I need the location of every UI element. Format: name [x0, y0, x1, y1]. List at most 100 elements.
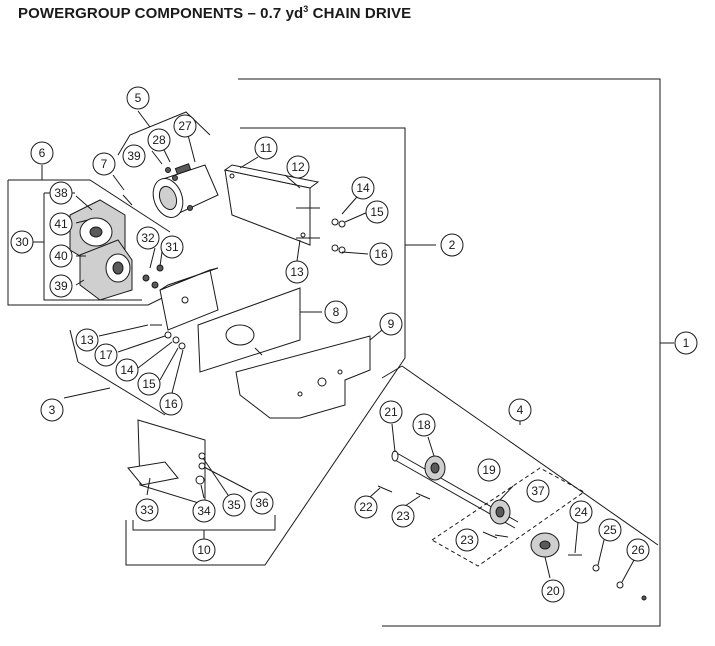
- callout-label: 26: [631, 543, 645, 557]
- callout-23: 23: [455, 528, 479, 552]
- callout-label: 15: [142, 377, 156, 391]
- callout-label: 39: [54, 279, 68, 293]
- callout-36: 36: [250, 491, 274, 515]
- callout-label: 38: [54, 186, 68, 200]
- callout-label: 31: [165, 240, 179, 254]
- title-superscript: 3: [303, 4, 309, 14]
- plate-8: [197, 287, 301, 373]
- callout-label: 36: [255, 496, 269, 510]
- callout-label: 41: [54, 217, 68, 231]
- callout-6: 6: [30, 141, 54, 165]
- callout-label: 14: [356, 181, 370, 195]
- title-suffix: CHAIN DRIVE: [308, 5, 412, 22]
- drive-shaft-assembly: [377, 450, 647, 601]
- callout-label: 11: [260, 141, 273, 155]
- callout-16: 16: [159, 392, 183, 416]
- callout-31: 31: [160, 235, 184, 259]
- page-title: POWERGROUP COMPONENTS – 0.7 yd3 CHAIN DR…: [18, 4, 411, 22]
- callout-15: 15: [137, 372, 161, 396]
- callout-label: 40: [54, 249, 68, 263]
- callout-label: 17: [99, 348, 113, 362]
- callout-20: 20: [541, 579, 565, 603]
- callout-1: 1: [674, 331, 698, 355]
- callout-label: 28: [152, 133, 166, 147]
- frame-10: [127, 419, 206, 506]
- callout-label: 15: [370, 205, 384, 219]
- callout-label: 13: [80, 333, 94, 347]
- callout-label: 6: [39, 146, 46, 160]
- callout-14: 14: [351, 176, 375, 200]
- callout-label: 30: [15, 235, 29, 249]
- mounting-plate-12: [223, 164, 346, 254]
- callout-label: 23: [460, 533, 474, 547]
- callout-label: 1: [683, 336, 690, 350]
- callout-21: 21: [379, 400, 403, 424]
- callout-label: 5: [135, 91, 142, 105]
- callout-label: 20: [546, 584, 560, 598]
- callout-39: 39: [49, 274, 73, 298]
- callout-23: 23: [391, 504, 415, 528]
- callout-label: 19: [482, 463, 496, 477]
- callout-label: 3: [49, 403, 56, 417]
- callout-40: 40: [49, 244, 73, 268]
- callout-label: 27: [178, 119, 192, 133]
- leader-lines: [75, 134, 635, 583]
- callout-label: 34: [197, 504, 211, 518]
- title-main: POWERGROUP COMPONENTS – 0.7 yd: [18, 5, 304, 22]
- callout-label: 21: [384, 405, 398, 419]
- callout-label: 35: [227, 498, 241, 512]
- callout-38: 38: [49, 181, 73, 205]
- left-hardware: [150, 324, 186, 350]
- callout-14: 14: [115, 358, 139, 382]
- callout-label: 7: [101, 157, 108, 171]
- callout-30: 30: [10, 230, 34, 254]
- callout-label: 12: [291, 160, 305, 174]
- callout-18: 18: [412, 413, 436, 437]
- callout-13: 13: [75, 328, 99, 352]
- callout-label: 16: [164, 397, 178, 411]
- callout-11: 11: [254, 136, 278, 160]
- callout-32: 32: [136, 226, 160, 250]
- callout-24: 24: [569, 500, 593, 524]
- callout-26: 26: [626, 538, 650, 562]
- callout-label: 16: [374, 247, 388, 261]
- callout-label: 10: [197, 543, 211, 557]
- callout-17: 17: [94, 343, 118, 367]
- callout-27: 27: [173, 114, 197, 138]
- callout-37: 37: [526, 479, 550, 503]
- callout-5: 5: [126, 86, 150, 110]
- callout-label: 8: [333, 305, 340, 319]
- callout-label: 24: [574, 505, 588, 519]
- callout-label: 33: [140, 503, 154, 517]
- bracket-plate: [159, 267, 219, 331]
- callout-13: 13: [285, 260, 309, 284]
- plate-9: [235, 335, 371, 419]
- callout-4: 4: [508, 398, 532, 422]
- gear-motor-assembly: [69, 163, 219, 301]
- callout-8: 8: [324, 300, 348, 324]
- callout-label: 25: [603, 523, 617, 537]
- callout-label: 37: [531, 484, 545, 498]
- callout-7: 7: [92, 152, 116, 176]
- callout-28: 28: [147, 128, 171, 152]
- callout-label: 13: [290, 265, 304, 279]
- callout-15: 15: [365, 200, 389, 224]
- callout-19: 19: [477, 458, 501, 482]
- callout-label: 22: [359, 500, 373, 514]
- callout-label: 39: [127, 149, 141, 163]
- callout-41: 41: [49, 212, 73, 236]
- callout-label: 23: [396, 509, 410, 523]
- callout-33: 33: [135, 498, 159, 522]
- callout-label: 32: [141, 231, 155, 245]
- callout-12: 12: [286, 155, 310, 179]
- callout-25: 25: [598, 518, 622, 542]
- callout-label: 4: [517, 403, 524, 417]
- callout-34: 34: [192, 499, 216, 523]
- callout-label: 18: [417, 418, 431, 432]
- callout-label: 14: [120, 363, 134, 377]
- callout-22: 22: [354, 495, 378, 519]
- callout-39: 39: [122, 144, 146, 168]
- callout-label: 2: [449, 238, 456, 252]
- callout-10: 10: [192, 538, 216, 562]
